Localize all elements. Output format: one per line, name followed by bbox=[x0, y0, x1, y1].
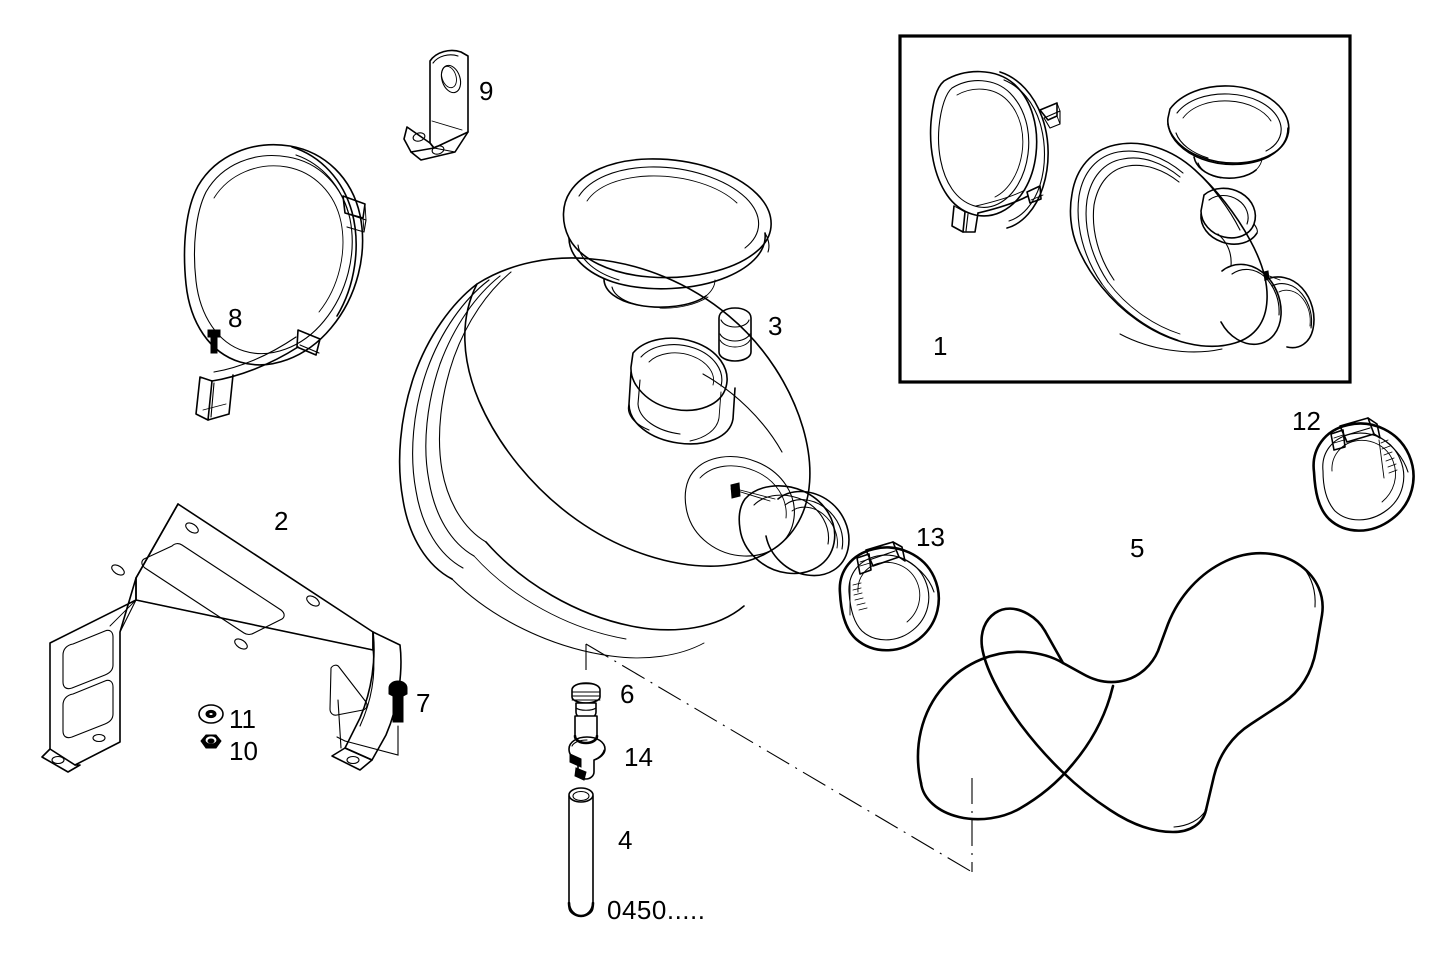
part-12-hose-clamp bbox=[1312, 417, 1415, 532]
callout-2: 2 bbox=[274, 506, 289, 536]
inset-top-cap bbox=[1167, 85, 1290, 179]
part-13-hose-clamp bbox=[838, 541, 941, 652]
part-10-nut bbox=[200, 734, 222, 749]
part-5-intake-hose bbox=[916, 551, 1324, 834]
callout-3: 3 bbox=[768, 311, 783, 341]
main-inlet-stub bbox=[627, 337, 736, 445]
part-4-tube bbox=[567, 787, 595, 918]
leader-bolt-7 bbox=[336, 699, 399, 756]
callout-12: 12 bbox=[1292, 406, 1321, 436]
part-9-angle-bracket bbox=[403, 49, 469, 161]
part-3-plug-cap bbox=[718, 307, 752, 362]
callout-11: 11 bbox=[229, 704, 256, 734]
inset-cover-clamp bbox=[929, 70, 1061, 233]
part-14-spring-clip bbox=[568, 736, 606, 781]
callout-8: 8 bbox=[228, 303, 243, 333]
callout-7: 7 bbox=[416, 688, 431, 718]
part-code-label: 0450..... bbox=[607, 895, 706, 925]
callout-1: 1 bbox=[933, 331, 948, 361]
assembly-reference-lines bbox=[585, 643, 973, 873]
callout-10: 10 bbox=[229, 736, 258, 766]
callout-4: 4 bbox=[618, 825, 633, 855]
main-outlet-neck bbox=[684, 456, 850, 577]
part-6-hose-fitting bbox=[571, 682, 601, 745]
inset-box-frame bbox=[898, 34, 1352, 384]
part-7-bolt bbox=[388, 680, 408, 723]
part-11-washer bbox=[198, 704, 224, 724]
callout-13: 13 bbox=[916, 522, 945, 552]
part-8-clamp-band bbox=[183, 143, 367, 421]
part-2-mounting-bracket bbox=[41, 503, 402, 773]
main-air-cleaner-housing bbox=[398, 257, 811, 659]
main-top-dome-cap bbox=[562, 158, 772, 309]
inset-air-cleaner-body bbox=[1069, 142, 1315, 353]
callout-6: 6 bbox=[620, 679, 635, 709]
callout-9: 9 bbox=[479, 76, 494, 106]
callout-14: 14 bbox=[624, 742, 653, 772]
inset-inlet-stub bbox=[1200, 187, 1258, 245]
callout-5: 5 bbox=[1130, 533, 1145, 563]
